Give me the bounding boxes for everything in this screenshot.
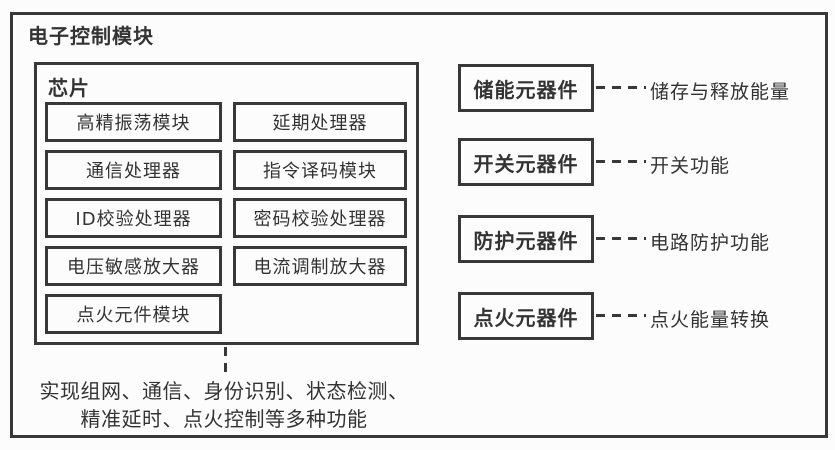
chip-function-note-line-1: 实现组网、通信、身份识别、状态检测、 — [39, 379, 409, 403]
component-box-energy-storage: 储能元器件 — [458, 64, 594, 112]
chip-module-oscillator: 高精振荡模块 — [45, 102, 222, 142]
chip-module-voltage-amp: 电压敏感放大器 — [45, 246, 222, 286]
chip-module-communication: 通信处理器 — [45, 150, 222, 190]
component-box-protection: 防护元器件 — [458, 215, 594, 263]
dashed-connector-chip-note — [224, 347, 227, 375]
chip-module-current-amp: 电流调制放大器 — [233, 246, 407, 286]
component-box-switch: 开关元器件 — [458, 138, 594, 186]
chip-function-note-line-2: 精准延时、点火控制等多种功能 — [80, 407, 368, 431]
function-label-energy-storage: 储存与释放能量 — [650, 81, 791, 103]
chip-label: 芯片 — [48, 76, 90, 100]
chip-module-delay: 延期处理器 — [233, 102, 407, 142]
chip-box — [34, 62, 419, 345]
chip-module-password-check: 密码校验处理器 — [233, 198, 407, 238]
chip-function-note: 实现组网、通信、身份识别、状态检测、 精准延时、点火控制等多种功能 — [18, 377, 430, 433]
dashed-connector-protection — [596, 237, 646, 240]
dashed-connector-switch — [596, 160, 646, 163]
dashed-connector-ignition — [596, 314, 646, 317]
electronic-control-module-box — [10, 12, 828, 438]
diagram-title: 电子控制模块 — [28, 24, 154, 48]
function-label-protection: 电路防护功能 — [650, 232, 771, 254]
function-label-switch: 开关功能 — [650, 155, 731, 177]
chip-module-ignition-element: 点火元件模块 — [45, 294, 222, 334]
dashed-connector-energy-storage — [596, 86, 646, 89]
chip-module-instruction-decode: 指令译码模块 — [233, 150, 407, 190]
function-label-ignition: 点火能量转换 — [650, 309, 771, 331]
component-box-ignition: 点火元器件 — [458, 292, 594, 340]
chip-module-id-check: ID校验处理器 — [45, 198, 222, 238]
